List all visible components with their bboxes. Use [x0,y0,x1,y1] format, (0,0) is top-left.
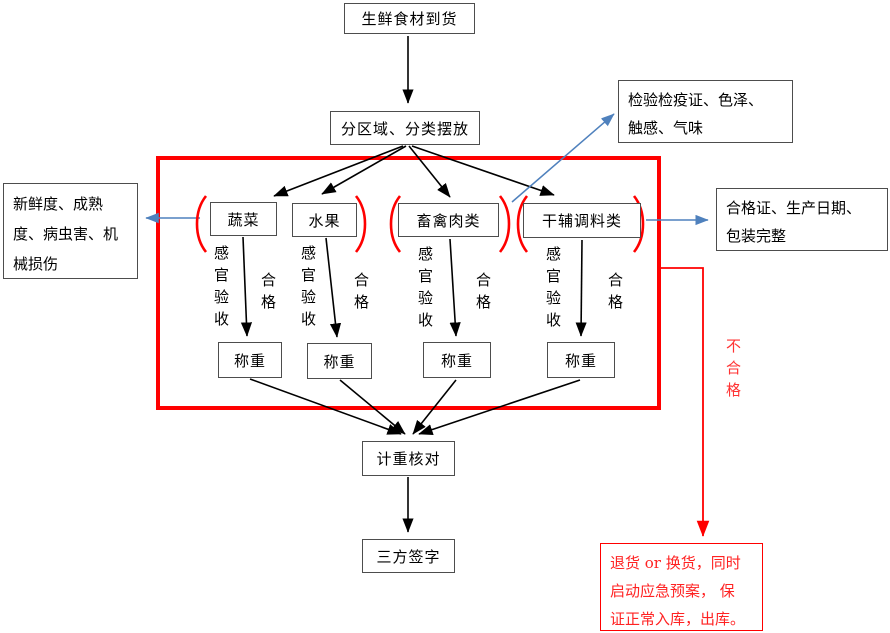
arrow-fruit-to-weigh [325,237,342,338]
arrow-meat-to-weigh [449,238,461,337]
note-line: 退货 or 换货，同时 [610,554,741,572]
label-qualified-3: 合格 [474,272,492,316]
note-line: 启动应急预案， 保 [610,582,735,600]
bracket-close-meat [498,195,511,253]
node-weight-check: 计重核对 [362,441,455,476]
node-weigh-4: 称重 [547,342,615,378]
note-line: 械损伤 [13,255,59,273]
note-right-certificate: 合格证、生产日期、 包装完整 [716,188,888,251]
arrow-sort-to-meat [408,145,451,198]
label-sensory-check-3: 感官验收 [416,246,434,334]
node-weigh-2: 称重 [307,343,372,379]
bracket-close-veg-fruit [354,195,367,253]
arrow-weigh2-to-check [339,379,406,435]
node-sort: 分区域、分类摆放 [330,111,480,145]
label-qualified-2: 合格 [352,272,370,316]
arrow-weigh4-to-check [418,379,581,435]
note-line: 检验检疫证、色泽、 [628,91,764,109]
arrow-vegetable-to-weigh [240,236,253,337]
label-qualified-4: 合格 [606,272,624,316]
arrow-dry-to-weigh [575,239,587,337]
black-flow-arrows [240,36,587,533]
label-qualified-1: 合格 [259,272,277,316]
node-weigh-3: 称重 [423,342,491,378]
node-category-meat: 畜禽肉类 [398,203,499,237]
label-sensory-check-4: 感官验收 [544,246,562,334]
note-line: 触感、气味 [628,119,704,137]
note-line: 合格证、生产日期、 [726,199,862,217]
blue-annotation-arrows [145,113,709,226]
note-line: 度、病虫害、机 [13,225,119,243]
node-category-dry: 干辅调料类 [523,203,641,238]
note-line: 包装完整 [726,227,787,245]
label-unqualified: 不合格 [724,338,742,404]
note-bottomright-return: 退货 or 换货，同时 启动应急预案， 保 证正常入库，出库。 [600,543,763,631]
node-arrival: 生鲜食材到货 [344,3,475,34]
label-sensory-check-1: 感官验收 [212,245,230,333]
arrow-unqualified-path [661,267,710,537]
node-sign: 三方签字 [362,539,455,573]
arrow-sort-to-dry [411,145,555,196]
arrow-weigh1-to-check [249,378,402,435]
note-line: 证正常入库，出库。 [610,610,746,628]
note-line: 新鲜度、成熟 [13,195,104,213]
bracket-close-dry [632,195,645,253]
red-brackets [195,195,645,253]
node-category-vegetable: 蔬菜 [210,202,277,236]
arrow-to-topright-note [511,113,615,203]
arrow-weigh3-to-check [412,379,457,435]
arrow-sort-to-vegetable [273,145,404,197]
note-topright-quarantine: 检验检疫证、色泽、 触感、气味 [618,80,793,143]
bracket-open-meat [389,195,402,253]
note-left-freshness: 新鲜度、成熟 度、病虫害、机 械损伤 [3,183,138,279]
node-weigh-1: 称重 [218,342,282,378]
bracket-open-dry [516,195,529,253]
node-category-fruit: 水果 [292,203,357,237]
label-sensory-check-2: 感官验收 [299,245,317,333]
arrow-sort-to-fruit [321,145,407,195]
red-highlight-rectangle [156,156,661,410]
bracket-open-veg-fruit [195,195,208,253]
